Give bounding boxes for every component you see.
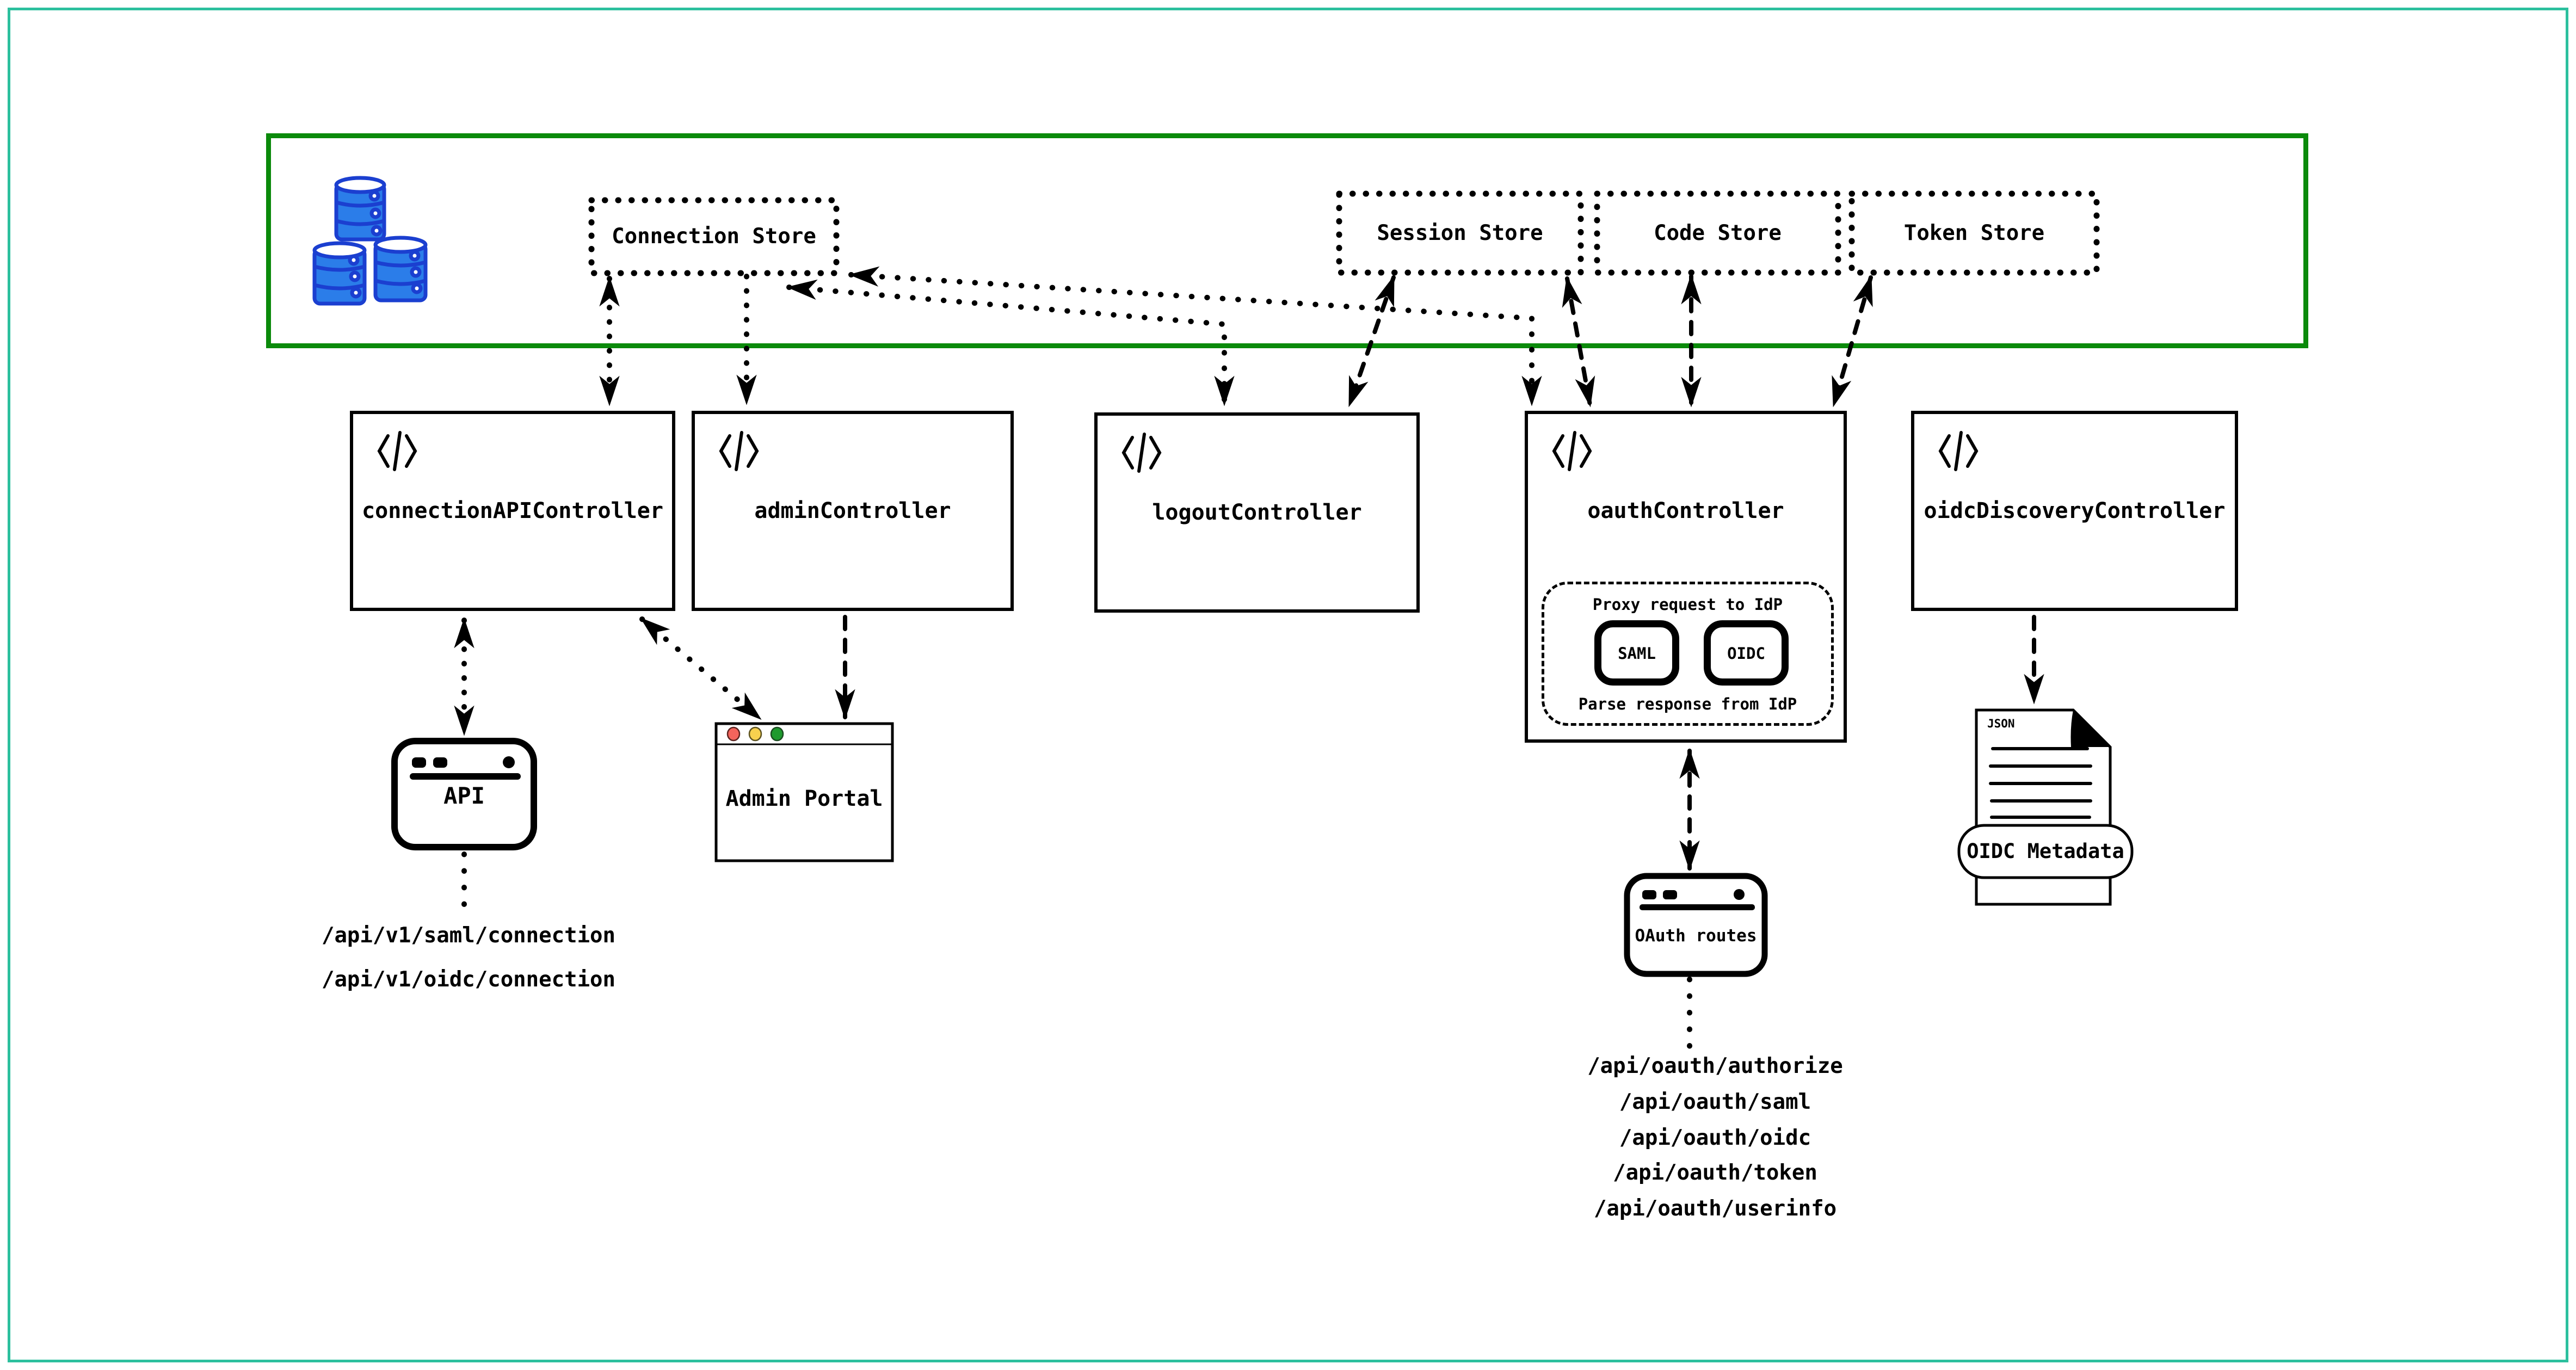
oauth-endpoint: /api/oauth/saml	[1619, 1090, 1811, 1114]
node-connection-api-controller: connectionAPIController	[350, 411, 675, 611]
code-icon	[376, 428, 418, 476]
controller-label: oidcDiscoveryController	[1924, 498, 2226, 523]
controller-label: oauthController	[1587, 498, 1784, 523]
node-oidc-discovery-controller: oidcDiscoveryController	[1911, 411, 2238, 611]
node-admin-controller: adminController	[692, 411, 1014, 611]
store-label-token: Token Store	[1903, 221, 2045, 245]
code-icon	[1937, 428, 1980, 476]
oidc-chip: OIDC	[1704, 620, 1789, 686]
oauth-endpoint: /api/oauth/oidc	[1619, 1126, 1811, 1150]
controller-label: logoutController	[1152, 500, 1362, 525]
store-label-session: Session Store	[1377, 221, 1543, 245]
controller-label: connectionAPIController	[362, 498, 663, 523]
code-icon	[1120, 430, 1163, 478]
admin-portal-label: Admin Portal	[725, 786, 883, 811]
oauth-endpoint: /api/oauth/userinfo	[1593, 1196, 1837, 1221]
oauth-routes-label: OAuth routes	[1635, 926, 1757, 946]
oauth-endpoint: /api/oauth/authorize	[1587, 1054, 1843, 1078]
api-endpoint: /api/v1/saml/connection	[321, 923, 616, 948]
saml-chip: SAML	[1594, 620, 1679, 686]
outer-frame-border	[8, 8, 2568, 1362]
oidc-metadata-label: OIDC Metadata	[1967, 840, 2124, 863]
store-label-connection: Connection Store	[612, 224, 816, 249]
proxy-request-label: Proxy request to IdP	[1592, 595, 1783, 614]
store-label-code: Code Store	[1654, 221, 1782, 245]
api-endpoint: /api/v1/oidc/connection	[321, 967, 616, 992]
node-logout-controller: logoutController	[1094, 412, 1420, 613]
code-icon	[1551, 428, 1593, 476]
parse-response-label: Parse response from IdP	[1578, 695, 1797, 713]
controller-label: adminController	[754, 498, 951, 523]
idp-proxy-group: Proxy request to IdP SAML OIDC Parse res…	[1542, 582, 1834, 726]
json-file-type-label: JSON	[1987, 717, 2015, 730]
code-icon	[718, 428, 760, 476]
oauth-endpoint: /api/oauth/token	[1613, 1161, 1817, 1185]
api-icon-label: API	[443, 782, 485, 809]
node-oauth-controller: oauthController Proxy request to IdP SAM…	[1525, 411, 1847, 743]
